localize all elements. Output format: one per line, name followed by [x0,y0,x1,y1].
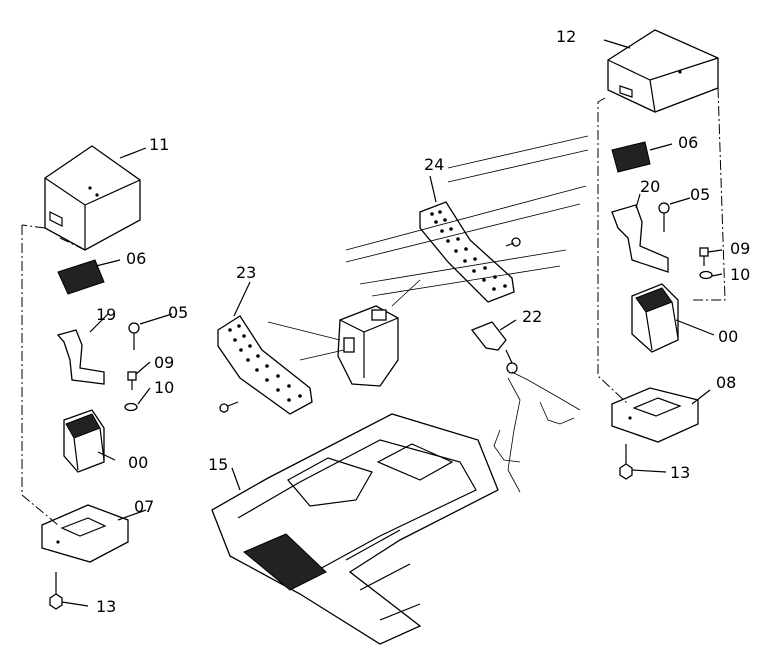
label-06-left: 06 [126,249,146,268]
right-phantom-line [597,87,726,405]
label-24: 24 [424,155,444,174]
label-19: 19 [96,305,116,324]
label-00-left: 00 [128,453,148,472]
left-cover-11 [44,145,141,251]
hand-illustration [493,371,581,493]
label-23: 23 [236,263,256,282]
right-switch-00 [631,283,679,353]
label-22: 22 [522,307,542,326]
label-13-right: 13 [670,463,690,482]
left-bolt-05 [128,322,140,350]
label-06-right: 06 [678,133,698,152]
label-13-left: 13 [96,597,116,616]
label-10-left: 10 [154,378,174,397]
label-05-right: 05 [690,185,710,204]
right-screw-09 [699,247,709,266]
label-15: 15 [208,455,228,474]
label-09-left: 09 [154,353,174,372]
right-pad-06 [611,141,651,173]
label-07: 07 [134,497,154,516]
right-bolt-13 [619,444,633,480]
label-08: 08 [716,373,736,392]
right-cover-12 [607,29,719,113]
right-bracket-20 [611,204,669,273]
label-11: 11 [149,135,169,154]
label-09-right: 09 [730,239,750,258]
left-switch-00 [63,409,105,473]
pedal-valve [337,305,399,387]
label-12: 12 [556,27,576,46]
label-10-right: 10 [730,265,750,284]
left-bolt-13 [49,572,63,610]
left-screw-09 [127,371,137,390]
leader-lines [61,39,723,607]
right-plate-08 [611,387,699,443]
pedal-link-lines [267,279,421,361]
left-pad-06 [57,259,105,295]
lever-22 [470,321,518,374]
floor-mat-15 [211,413,499,645]
left-washer-10 [124,402,138,412]
label-05-left: 05 [168,303,188,322]
right-washer-10 [699,270,713,280]
label-00-right: 00 [718,327,738,346]
left-phantom-line [21,224,86,526]
center-ghost-lines [345,135,589,297]
label-20: 20 [640,177,660,196]
left-bracket-19 [56,329,105,385]
right-bolt-05 [658,202,670,232]
left-plate-07 [41,504,129,563]
pedal-23 [217,315,313,415]
